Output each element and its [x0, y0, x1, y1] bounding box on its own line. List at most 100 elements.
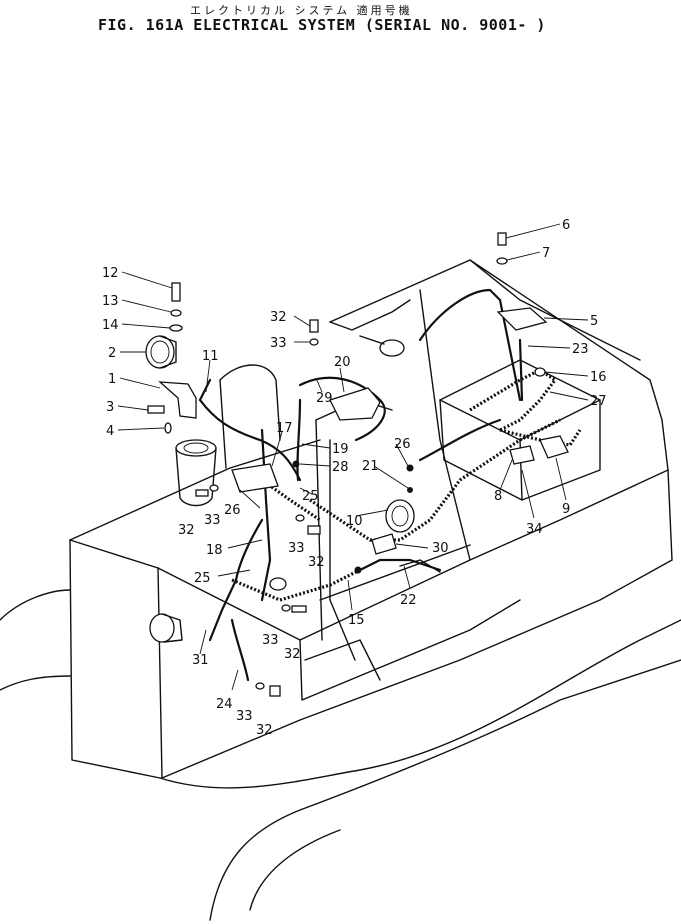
callout-33-lower: 33: [262, 633, 279, 648]
lamp-mount-25: [269, 577, 287, 591]
leader-lines: [117, 223, 589, 691]
callout-25-lower: 25: [194, 571, 211, 586]
clamp-16: [534, 367, 546, 377]
callout-26-left: 26: [224, 503, 241, 518]
connector-block-17: [231, 463, 279, 493]
bolt-12: [171, 282, 181, 302]
callout-9: 9: [562, 502, 570, 517]
connector-30: [371, 533, 397, 555]
callout-23: 23: [572, 342, 589, 357]
callout-14: 14: [102, 318, 119, 333]
callout-12: 12: [102, 266, 119, 281]
callout-6: 6: [562, 218, 570, 233]
washer-13: [170, 309, 182, 317]
callout-2: 2: [108, 346, 116, 361]
deck-lower-edge: [161, 559, 673, 779]
bracket-5: [496, 307, 548, 331]
callout-32-top: 32: [270, 310, 287, 325]
clip-28: [292, 460, 300, 468]
track-inner-curve: [249, 829, 341, 911]
washer-7: [496, 257, 508, 265]
harness-to-cab: [296, 398, 302, 482]
lamp-2-lens: [150, 340, 170, 364]
horn-10: [385, 499, 415, 533]
washer-14: [169, 324, 183, 332]
callout-33-mid: 33: [288, 541, 305, 556]
battery-terminal-9: [539, 435, 569, 459]
callout-21: 21: [362, 459, 379, 474]
harness-main-left: [198, 398, 302, 482]
callout-33-left: 33: [204, 513, 221, 528]
harness-loop-top: [298, 376, 386, 442]
clip-21: [407, 487, 413, 493]
frame-top-left: [69, 439, 321, 541]
frame-left-face: [69, 539, 161, 779]
callout-34: 34: [526, 522, 543, 537]
harness-to-battery: [418, 418, 502, 462]
frame-top-edge: [69, 539, 159, 569]
cab-inner: [329, 439, 356, 661]
relay-20: [329, 387, 381, 421]
hood-left: [329, 299, 411, 331]
callout-22: 22: [400, 593, 417, 608]
callout-33-top: 33: [270, 336, 287, 351]
washer-33-lower: [281, 604, 291, 612]
callout-11: 11: [202, 349, 219, 364]
callout-4: 4: [106, 424, 114, 439]
washer-33-mid: [295, 514, 305, 522]
callout-5: 5: [590, 314, 598, 329]
clip-26: [406, 464, 414, 472]
deck-step: [299, 599, 521, 701]
callout-24: 24: [216, 697, 233, 712]
bolt-32-lower: [291, 605, 307, 613]
callout-20: 20: [334, 355, 351, 370]
bolt-3: [147, 405, 165, 414]
components: [145, 232, 569, 697]
machine-body: [0, 259, 681, 921]
horn-rod: [359, 335, 385, 345]
bracket-1: [158, 381, 197, 419]
harness-cable-11: [198, 378, 212, 402]
callout-19: 19: [332, 442, 349, 457]
bolt-6: [497, 232, 507, 246]
callout-29: 29: [316, 391, 333, 406]
track-left-lower: [0, 675, 71, 691]
callout-3: 3: [106, 400, 114, 415]
harness-right-return: [499, 428, 582, 447]
bolt-32-left: [195, 489, 209, 497]
filter-inner: [183, 442, 209, 454]
callout-10: 10: [346, 514, 363, 529]
bolt-32-top: [309, 319, 319, 333]
callout-7: 7: [542, 246, 550, 261]
harness-cable-5: [518, 338, 524, 402]
callout-25-upper: 25: [302, 489, 319, 504]
harness-front-run: [231, 568, 361, 602]
deck-right-end: [667, 469, 673, 561]
japanese-title: エレクトリカル システム 適用号機: [190, 4, 413, 17]
callout-30: 30: [432, 541, 449, 556]
filter-body: [175, 447, 217, 507]
cab-base: [304, 639, 381, 681]
callout-32-mid: 32: [308, 555, 325, 570]
clip-15: [354, 566, 362, 574]
track-left-upper: [0, 589, 71, 621]
callout-32-left: 32: [178, 523, 195, 538]
washer-33-bottom: [255, 682, 265, 690]
harness-central-long: [309, 418, 561, 542]
frame-inner-line: [157, 567, 163, 779]
hood-top: [329, 259, 669, 471]
callout-32-lower: 32: [284, 647, 301, 662]
callout-27: 27: [590, 394, 607, 409]
callout-18: 18: [206, 543, 223, 558]
callout-1: 1: [108, 372, 116, 387]
callout-26-right: 26: [394, 437, 411, 452]
callout-31: 31: [192, 653, 209, 668]
harness-upper-cable: [418, 288, 522, 402]
battery-cable-8: [509, 445, 535, 465]
washer-33-left: [209, 484, 219, 492]
callout-17: 17: [276, 421, 293, 436]
battery-box-side: [439, 399, 523, 501]
callout-28: 28: [332, 460, 349, 475]
